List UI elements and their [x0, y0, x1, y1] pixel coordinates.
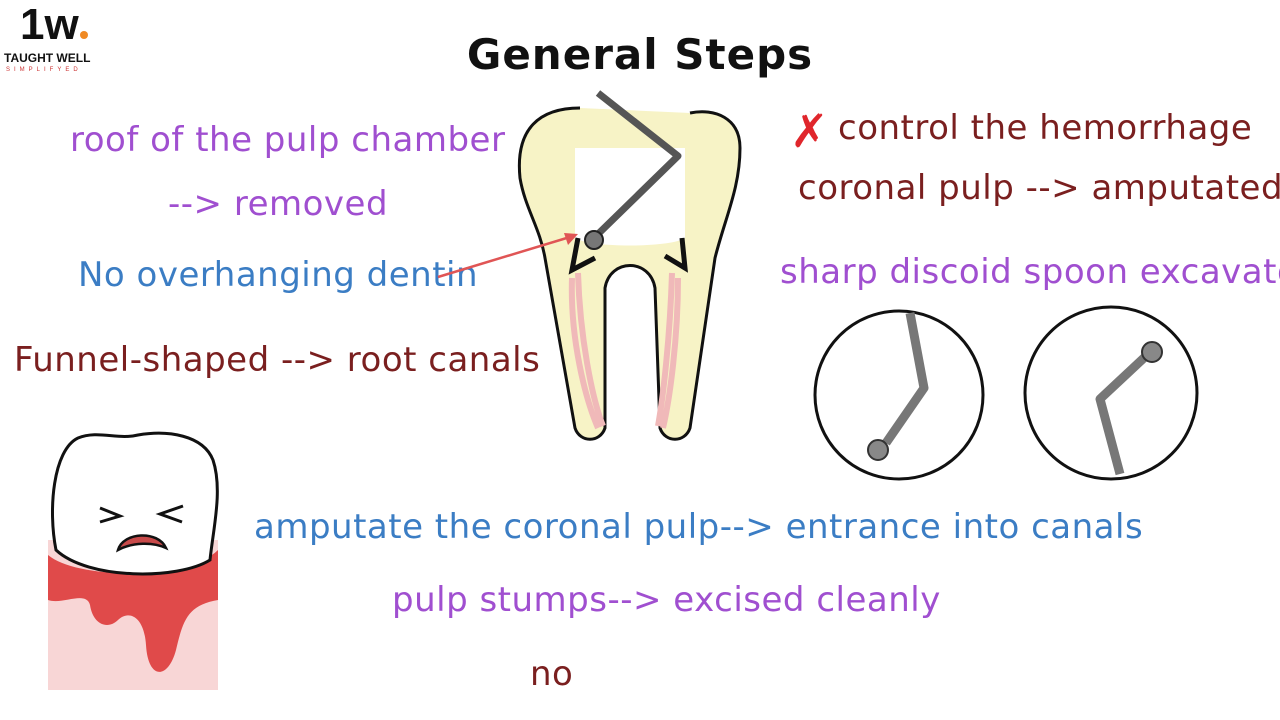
- excavator-detail-left: [813, 309, 985, 481]
- note-excavator: sharp discoid spoon excavator: [780, 252, 1280, 292]
- sad-tooth-illustration: [48, 431, 219, 690]
- note-stumps: pulp stumps--> excised cleanly: [392, 580, 941, 620]
- note-removed: --> removed: [168, 184, 389, 224]
- root-canal-left: [568, 272, 606, 430]
- excavator-tip: [584, 230, 604, 250]
- note-partial: no: [530, 654, 574, 694]
- logo-dot: [79, 31, 88, 39]
- page-title: General Steps: [466, 30, 814, 79]
- excavator-detail-right: [1023, 305, 1199, 481]
- note-amputate: amputate the coronal pulp--> entrance in…: [254, 507, 1144, 547]
- tooth-diagram: [517, 90, 742, 441]
- logo-tagline: SIMPLIFYED: [6, 67, 82, 73]
- squint-right: [155, 504, 184, 524]
- logo-mark: 1w: [20, 0, 88, 50]
- note-funnel: Funnel-shaped --> root canals: [14, 340, 541, 380]
- note-coronal: coronal pulp --> amputated: [798, 168, 1280, 208]
- cross-mark-icon: ✗: [790, 104, 829, 158]
- tooth-crown: [51, 431, 219, 576]
- logo-name: TAUGHT WELL: [4, 51, 91, 65]
- bleeding: [48, 550, 218, 672]
- note-roof: roof of the pulp chamber: [70, 120, 506, 160]
- pointer-arrow: [437, 233, 578, 279]
- squint-left: [99, 506, 125, 524]
- note-overhang: No overhanging dentin: [78, 255, 479, 295]
- mouth: [116, 534, 169, 553]
- note-control: control the hemorrhage: [838, 108, 1253, 148]
- excavator-shaft: [593, 90, 682, 239]
- root-canal-right: [655, 272, 681, 429]
